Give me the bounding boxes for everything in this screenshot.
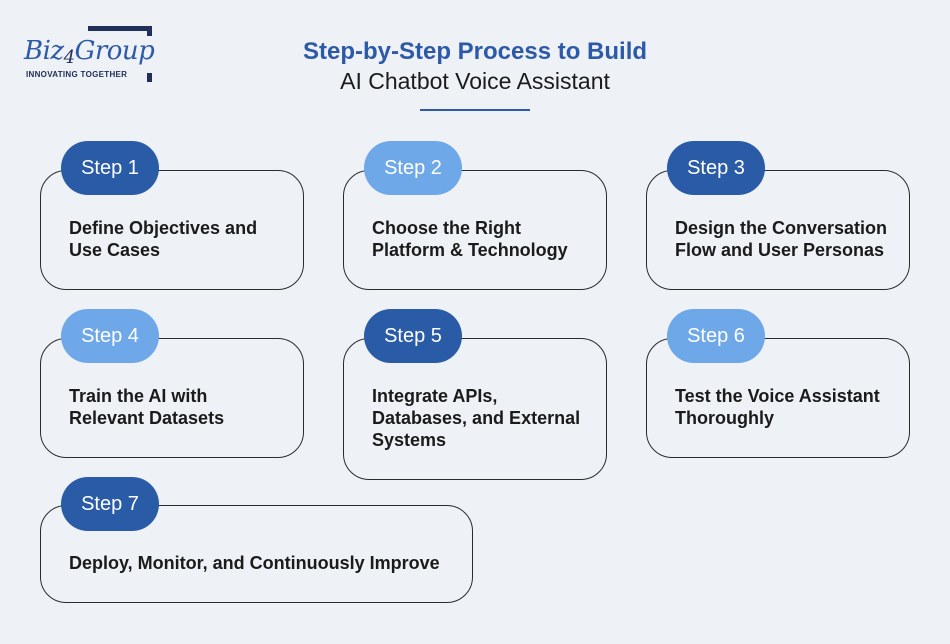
step-4-text: Train the AI with Relevant Datasets: [69, 386, 225, 428]
step-1-badge: Step 1: [61, 141, 159, 195]
step-2-badge: Step 2: [364, 141, 462, 195]
logo: Biz4Group INNOVATING TOGETHER: [22, 24, 162, 86]
step-card-3: Design the Conversation Flow and User Pe…: [646, 170, 910, 290]
step-2-text: Choose the Right Platform & Technology: [372, 218, 568, 260]
logo-tagline: INNOVATING TOGETHER: [26, 70, 128, 79]
step-3-text: Design the Conversation Flow and User Pe…: [675, 218, 888, 260]
title-underline: [420, 109, 530, 111]
step-6-badge: Step 6: [667, 309, 765, 363]
logo-wordmark: Biz4Group: [24, 36, 157, 73]
page-subtitle: AI Chatbot Voice Assistant: [340, 68, 610, 94]
step-3-badge: Step 3: [667, 141, 765, 195]
step-5-badge: Step 5: [364, 309, 462, 363]
step-7-text: Deploy, Monitor, and Continuously Improv…: [69, 553, 440, 573]
step-7-badge: Step 7: [61, 477, 159, 531]
step-5-text: Integrate APIs, Databases, and External …: [372, 386, 581, 450]
step-1-text: Define Objectives and Use Cases: [69, 218, 258, 260]
step-6-text: Test the Voice Assistant Thoroughly: [675, 386, 880, 428]
step-card-1: Define Objectives and Use Cases: [40, 170, 304, 290]
step-4-badge: Step 4: [61, 309, 159, 363]
page-title: Step-by-Step Process to Build: [302, 38, 648, 65]
